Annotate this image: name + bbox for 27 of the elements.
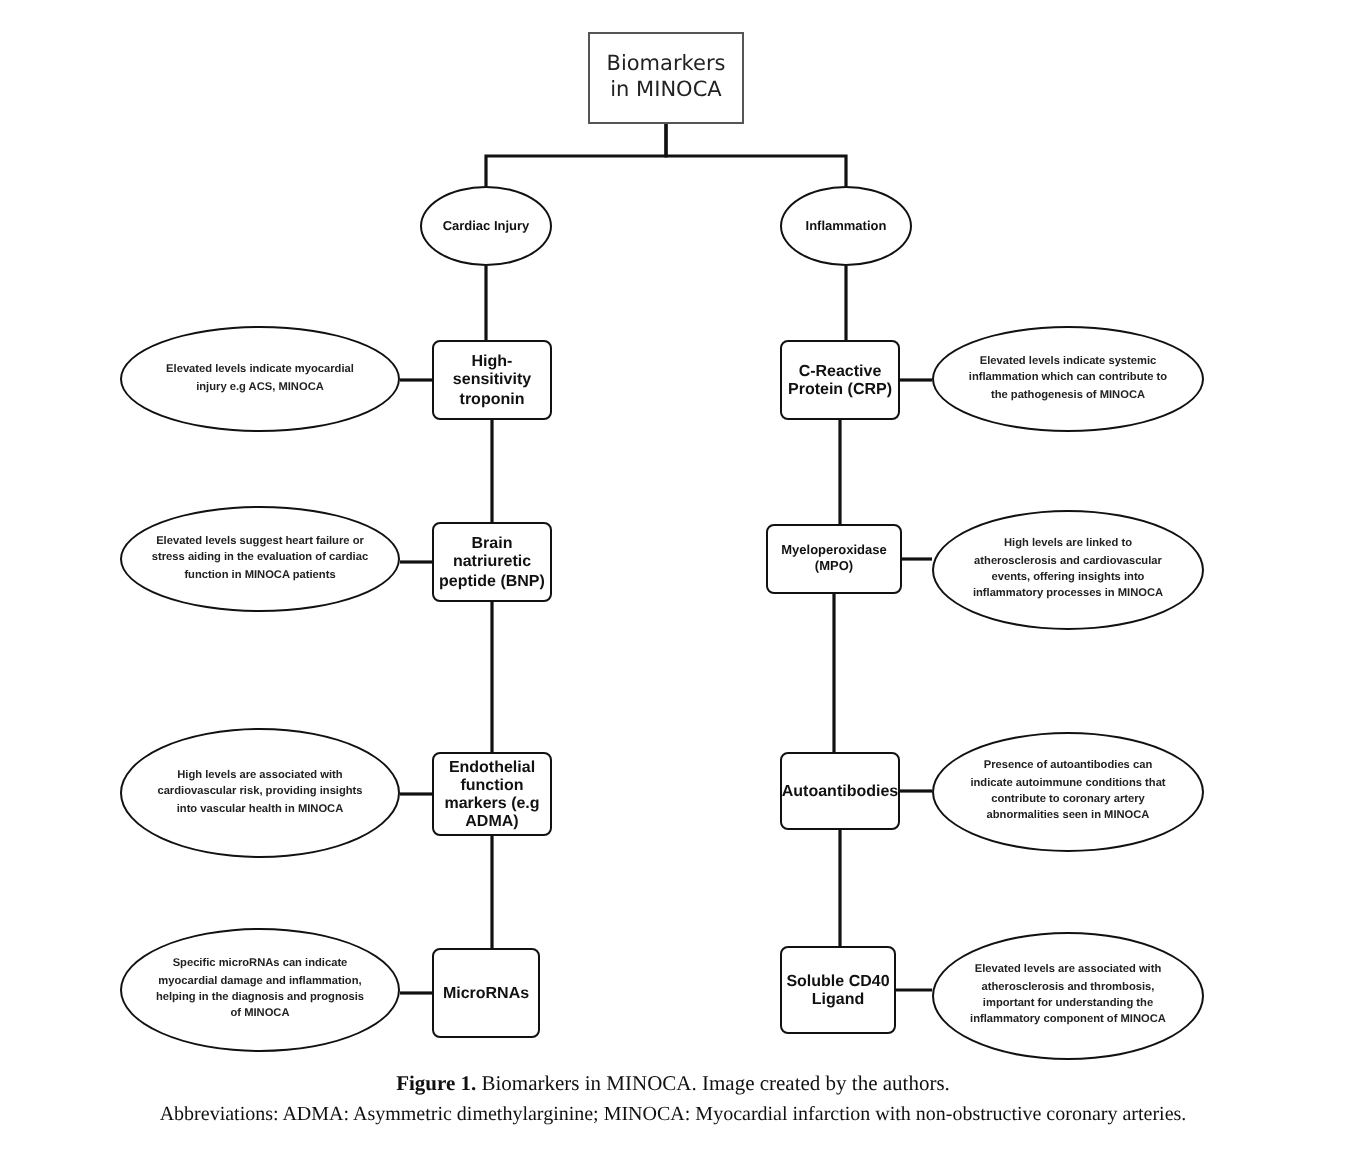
connector-line: [400, 378, 432, 382]
biomarker-box: MicroRNAs: [432, 948, 540, 1038]
connector-line: [400, 792, 432, 796]
biomarker-box: Autoantibodies: [780, 752, 900, 830]
connector-line: [490, 602, 494, 752]
connector-line: [900, 789, 932, 793]
biomarker-box: C-Reactive Protein (CRP): [780, 340, 900, 420]
connector-line: [832, 594, 836, 752]
connector-line: [896, 988, 932, 992]
biomarker-box: Brain natriuretic peptide (BNP): [432, 522, 552, 602]
connector-line: [838, 420, 842, 524]
connector-line: [400, 991, 432, 995]
connector-line: [902, 557, 932, 561]
biomarker-box: Soluble CD40 Ligand: [780, 946, 896, 1034]
biomarker-box: Endothelial function markers (e.g ADMA): [432, 752, 552, 836]
connector-line: [490, 836, 494, 948]
figure-caption: Figure 1. Biomarkers in MINOCA. Image created by the authors.: [394, 1074, 952, 1096]
connector-line: [844, 266, 848, 340]
connector-line: [484, 266, 488, 340]
title-box: Biomarkers in MINOCA: [588, 32, 744, 124]
connector-line: [838, 830, 842, 946]
abbreviations-note: Abbreviations: ADMA: Asymmetric dimethylarginine; MINOCA: Myocardial infarction with non-obstructive coronary arteries.: [157, 1104, 1189, 1126]
connector-line: [490, 420, 494, 522]
connector-line: [664, 124, 848, 186]
connector-line: [400, 560, 432, 564]
biomarker-box: High-sensitivity troponin: [432, 340, 552, 420]
connector-line: [900, 378, 932, 382]
